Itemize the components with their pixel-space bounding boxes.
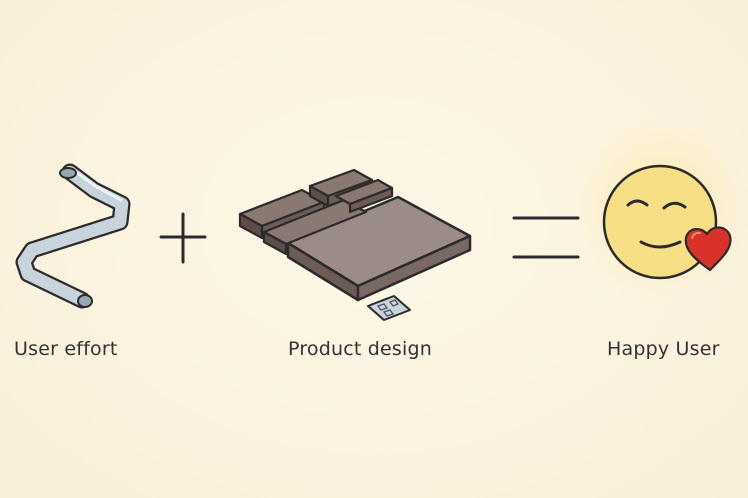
label-product-design: Product design xyxy=(288,338,433,360)
flat-pack-furniture-icon xyxy=(238,168,472,321)
heart-icon xyxy=(684,226,732,272)
label-happy-user: Happy User xyxy=(607,338,720,360)
label-user-effort: User effort xyxy=(14,338,118,360)
plus-sign xyxy=(159,212,207,264)
equals-sign xyxy=(512,216,580,259)
allen-key-icon xyxy=(15,163,131,309)
